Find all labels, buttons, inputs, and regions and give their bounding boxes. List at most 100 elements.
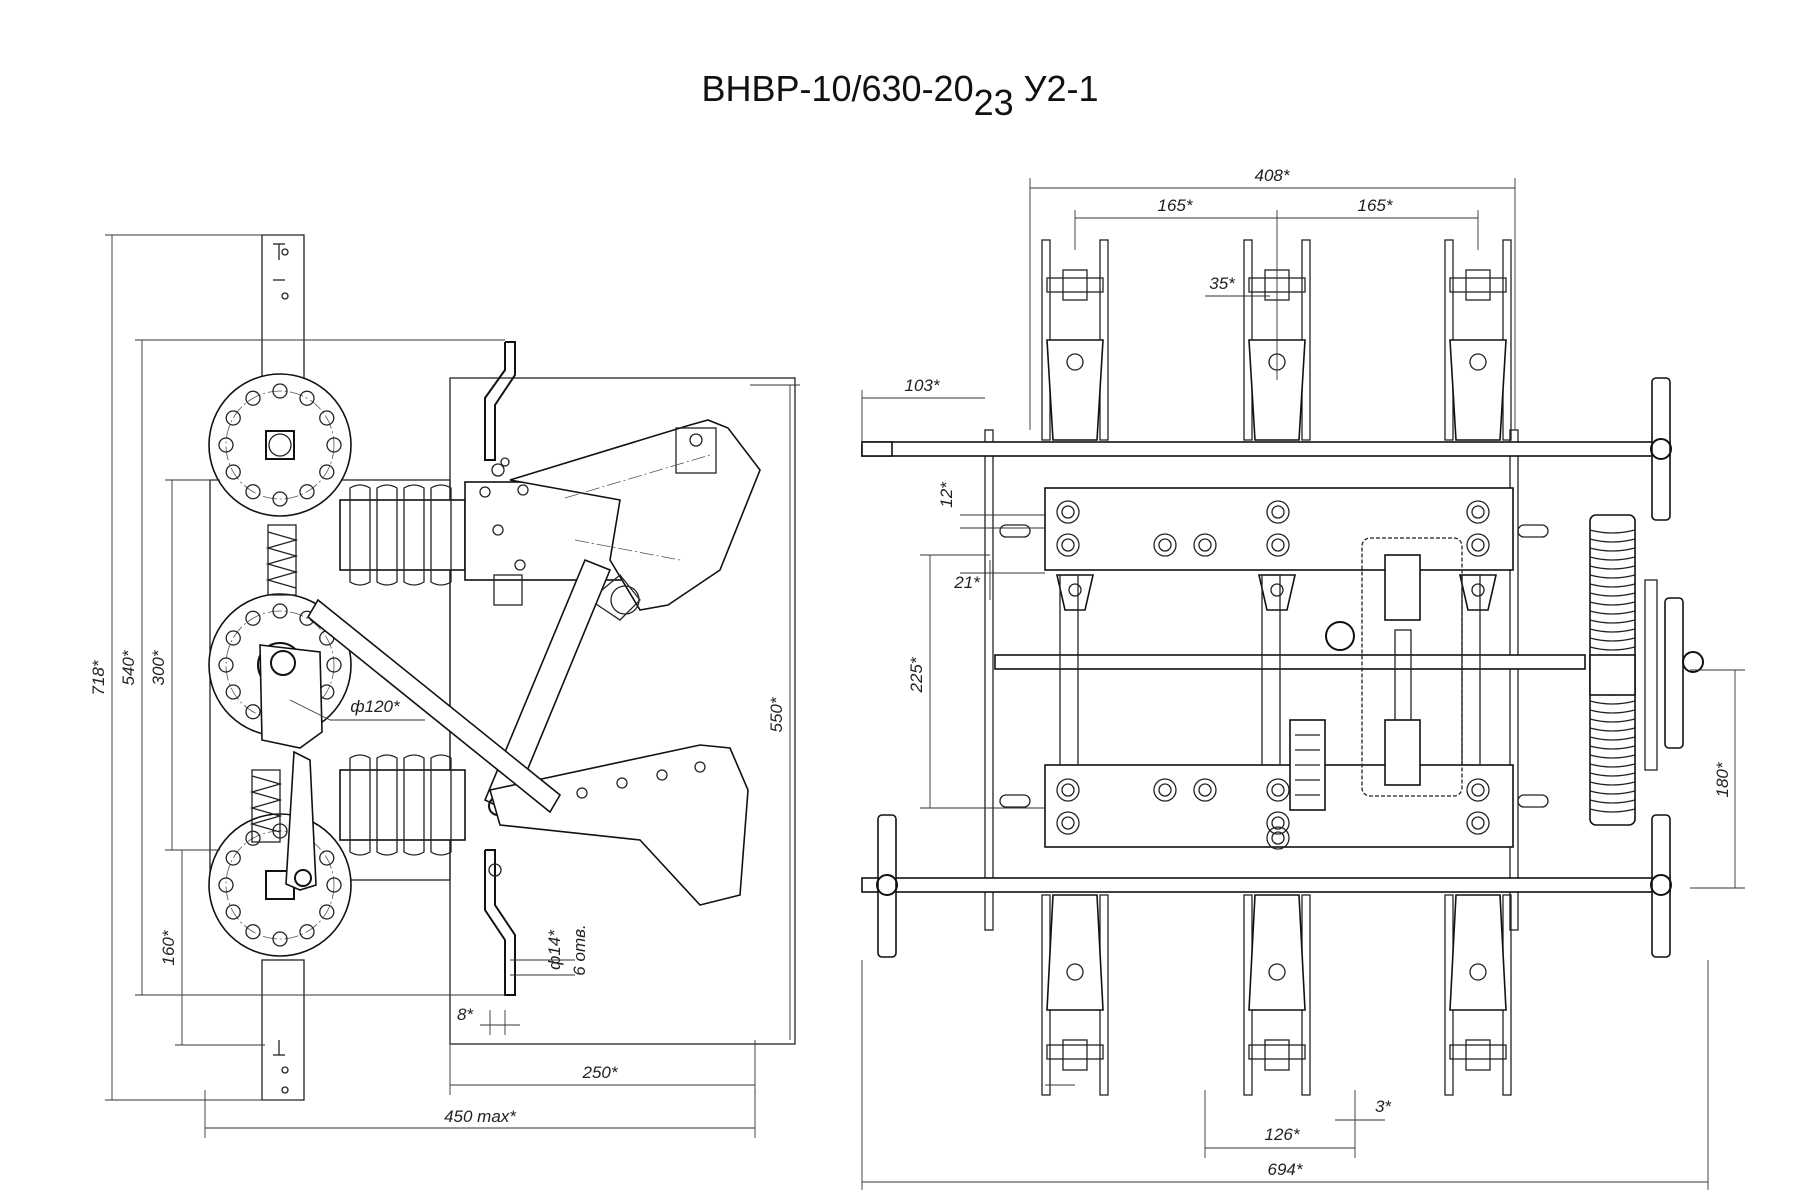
busbar-bolt <box>1193 533 1217 557</box>
flange-bolt <box>319 850 335 866</box>
contact-finger <box>1458 574 1498 611</box>
bottom-shaft <box>861 877 1671 893</box>
drawing-title: ВНВР-10/630-2023 У2-1 <box>0 68 1800 124</box>
busbar-bolt-inner <box>1271 505 1285 519</box>
flange-bolt <box>299 924 315 940</box>
plate-notches <box>493 574 523 606</box>
busbar-bolt-inner <box>1061 816 1075 830</box>
spring-coil <box>1465 1039 1491 1071</box>
contact-pin <box>1270 583 1284 597</box>
busbar-bolt-inner <box>1198 783 1212 797</box>
spring-coil-turn <box>1589 799 1636 804</box>
dim-8: 8* <box>457 1005 474 1024</box>
flange-bolt <box>299 484 315 500</box>
spring-coil <box>1062 269 1088 301</box>
flange-bolt <box>225 850 241 866</box>
busbar-bolt-inner <box>1271 831 1285 845</box>
spring-coil-turn <box>1589 709 1636 714</box>
spring-coil-turn <box>1589 772 1636 777</box>
spring-coil-turn <box>1589 736 1636 741</box>
blade-body <box>1449 339 1507 441</box>
busbar-bolt <box>1266 811 1290 835</box>
side-view-dim-texts: 718* 540* 300* 160* 550* 250* 450 max* 8… <box>89 649 786 1126</box>
blade-body <box>1248 894 1306 1011</box>
spring-coil-turn <box>1589 790 1636 795</box>
pole-links <box>1059 574 1481 766</box>
busbar-bolt-inner <box>1271 783 1285 797</box>
spring-coil-turn <box>1589 592 1636 597</box>
blade-hole <box>1066 963 1084 981</box>
flange-bolt <box>245 830 261 846</box>
side-view: 718* 540* 300* 160* 550* 250* 450 max* 8… <box>89 234 800 1138</box>
dim-holes: 6 отв. <box>570 924 589 975</box>
blade-body <box>1449 894 1507 1011</box>
flange-bolt <box>299 390 315 406</box>
side-view-dimensions <box>105 234 800 1138</box>
flange-bolt <box>326 657 342 673</box>
spring-coil-turn <box>1589 637 1636 642</box>
flange-bolt <box>225 684 241 700</box>
blade-hole <box>1469 353 1487 371</box>
dim-126: 126* <box>1265 1125 1301 1144</box>
busbar-bolt <box>1153 778 1177 802</box>
spring-coil-turn <box>1589 574 1636 579</box>
flange-bolt <box>218 437 234 453</box>
spring-coil-turn <box>1589 808 1636 813</box>
insulator-lower <box>339 754 466 856</box>
dim-165-right: 165* <box>1358 196 1394 215</box>
flange-bolt <box>319 410 335 426</box>
spring-clip <box>1046 1044 1104 1060</box>
flange-bolt <box>272 383 288 399</box>
control-box <box>1289 537 1463 811</box>
dim-694: 694* <box>1268 1160 1304 1179</box>
contact-finger <box>1257 574 1297 611</box>
front-view-dim-texts: 408* 165* 165* 35* 103* 12* 21* 225* 180… <box>905 166 1732 1179</box>
busbar-bolt <box>1466 778 1490 802</box>
dim-250: 250* <box>582 1063 619 1082</box>
spring-coil-turn <box>1589 745 1636 750</box>
flange-bolt <box>245 924 261 940</box>
busbar-bolt-inner <box>1061 783 1075 797</box>
spring-coil-turn <box>1589 556 1636 561</box>
spring-coil <box>1062 1039 1088 1071</box>
busbar-bolt-inner <box>1471 816 1485 830</box>
front-view-dimensions <box>861 178 1745 1190</box>
busbar-bolt <box>1056 500 1080 524</box>
blade-body <box>1046 894 1104 1011</box>
spring-coil <box>1264 1039 1290 1071</box>
busbar-bolt <box>1056 778 1080 802</box>
flange-bolt <box>218 657 234 673</box>
dim-160: 160* <box>159 929 178 965</box>
insulator-upper <box>339 484 466 586</box>
drive-spring-assembly <box>1589 514 1636 826</box>
busbar-bolt-inner <box>1271 538 1285 552</box>
dim-225: 225* <box>907 656 926 693</box>
busbar-bolt-inner <box>1471 505 1485 519</box>
dim-180: 180* <box>1713 761 1732 797</box>
flange-bolt <box>319 464 335 480</box>
dim-718: 718* <box>89 659 108 695</box>
flange-bolt <box>326 877 342 893</box>
spring-coil-turn <box>1589 763 1636 768</box>
spring-upper <box>265 524 299 596</box>
spring-coil-turn <box>1589 628 1636 633</box>
operating-lever <box>259 644 323 891</box>
spring-coil-turn <box>1589 583 1636 588</box>
dim-550: 550* <box>767 696 786 732</box>
spring-coil-turn <box>1589 781 1636 786</box>
spring-coil-turn <box>1589 529 1636 534</box>
busbar-bolt-inner <box>1158 783 1172 797</box>
title-suffix: У2-1 <box>1013 68 1099 109</box>
spring-clip <box>1046 277 1104 293</box>
flange-bolt <box>225 410 241 426</box>
hook-bracket-top <box>484 341 516 477</box>
flange-bolt <box>272 603 288 619</box>
frame-post-left <box>984 429 994 931</box>
shaft-end-left <box>861 441 893 457</box>
arc-chute-assembly <box>464 419 761 621</box>
dim-12: 12* <box>937 481 956 508</box>
bottom-terminal-bracket <box>261 959 305 1101</box>
flange-bolt <box>225 904 241 920</box>
busbar-bolt <box>1153 533 1177 557</box>
flange-bolt <box>245 704 261 720</box>
